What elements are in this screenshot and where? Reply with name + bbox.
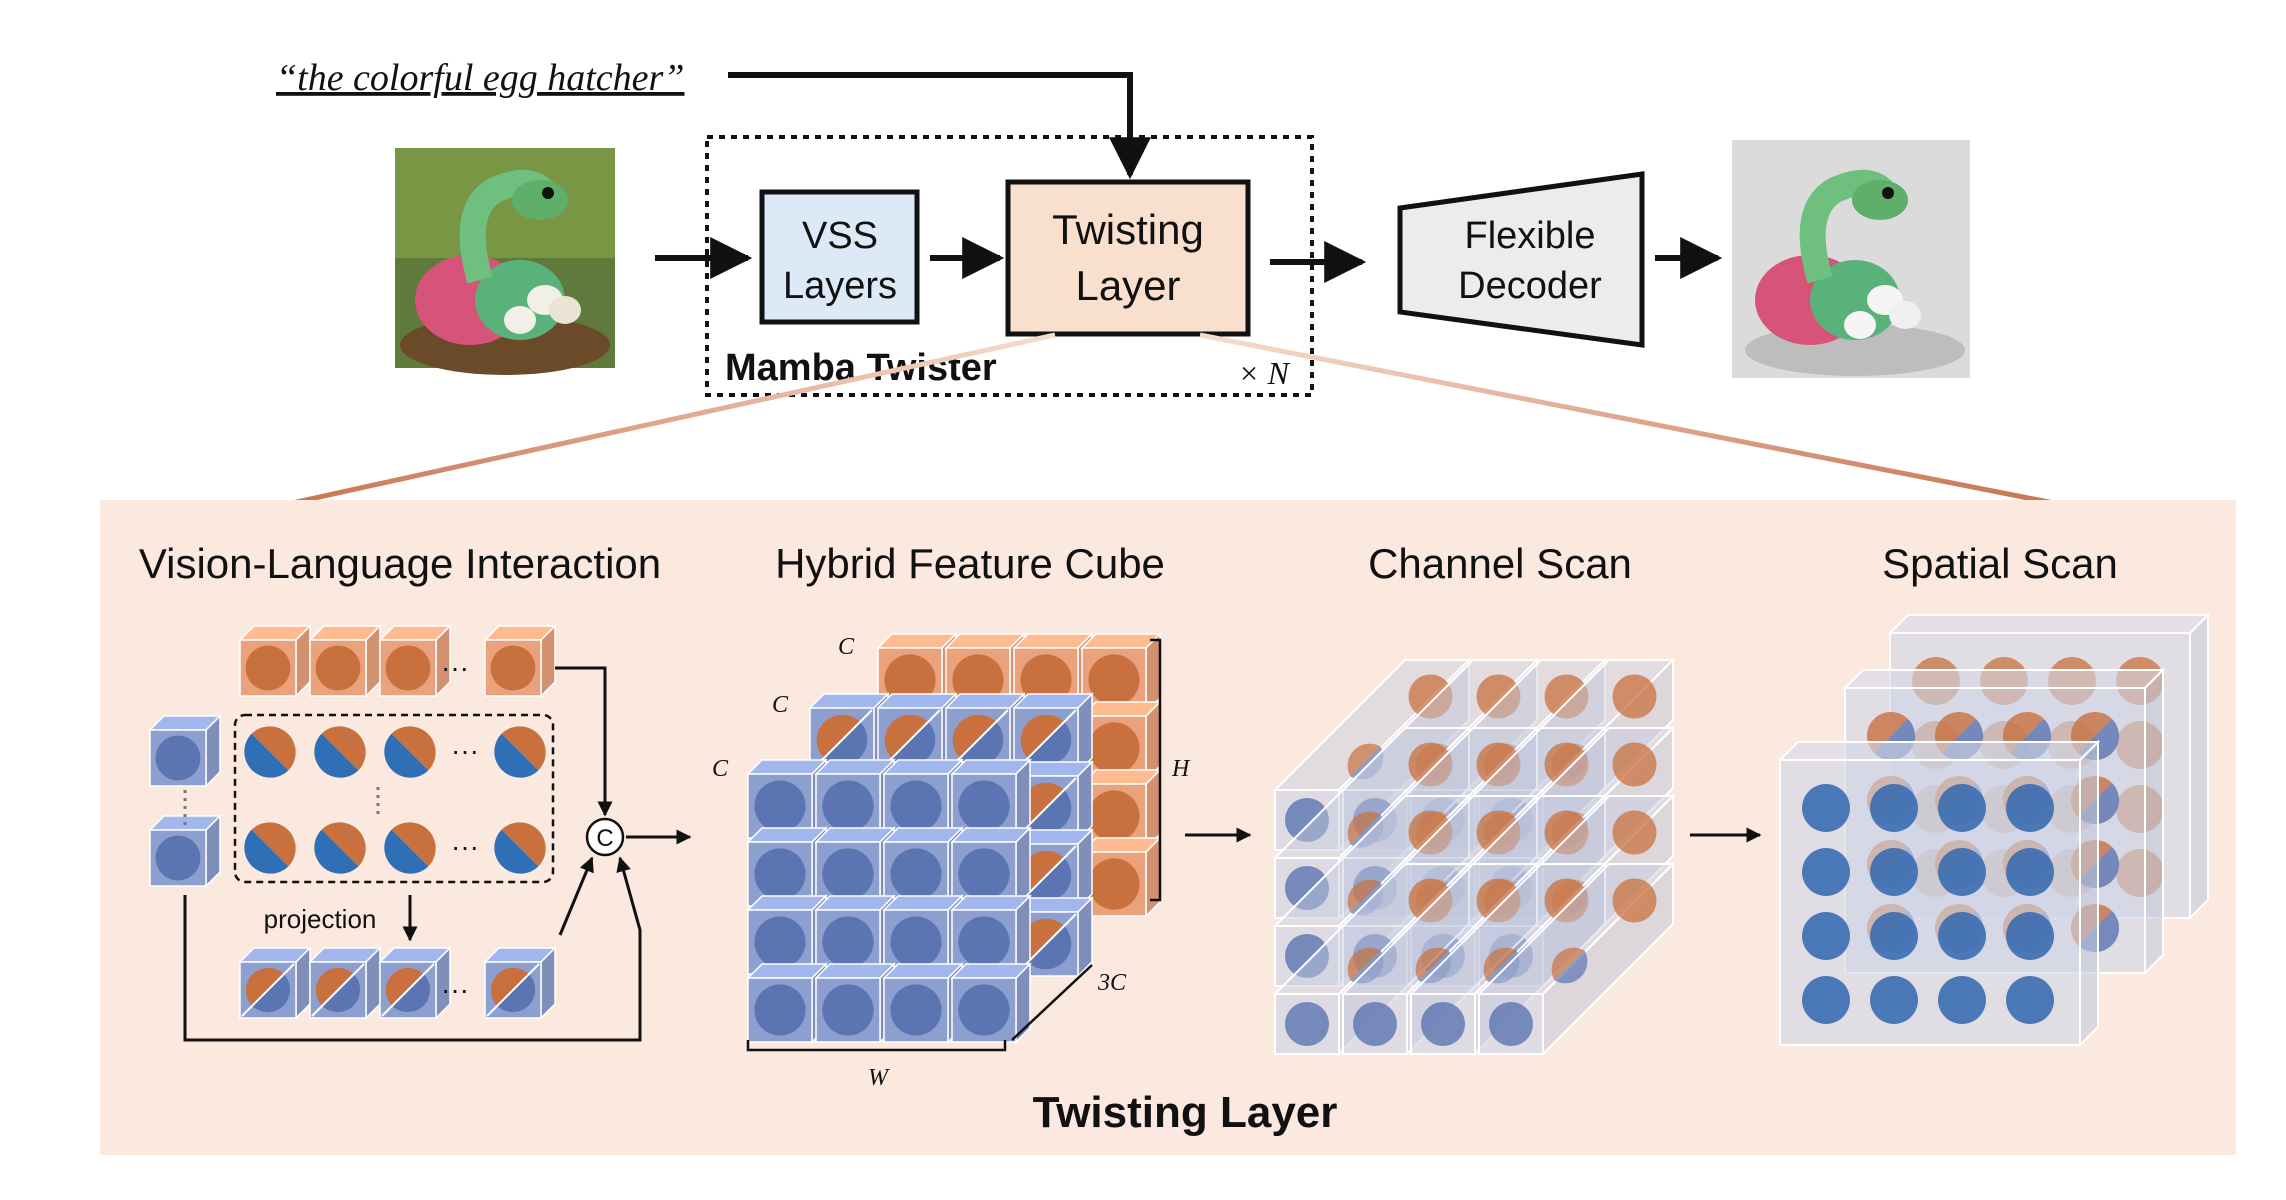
svg-text:Twisting: Twisting: [1052, 206, 1204, 253]
dim-3c-label: 3C: [1097, 970, 1127, 996]
projected-token-cube: [378, 946, 452, 1020]
vss-layers-box: VSS Layers: [759, 189, 920, 325]
svg-text:Layers: Layers: [783, 265, 897, 307]
prompt-text: “the colorful egg hatcher”: [276, 57, 684, 99]
visual-feature-cube: [882, 894, 964, 976]
token-circle: [384, 822, 436, 874]
dim-c-label: C: [772, 692, 789, 718]
svg-text:Flexible: Flexible: [1465, 215, 1596, 257]
projected-token-cube: [238, 946, 312, 1020]
visual-token-cube: [148, 814, 222, 888]
ellipsis-dots: ···: [451, 735, 479, 766]
token-circle: [244, 726, 296, 778]
text-feature-cube: [1080, 700, 1162, 782]
hybrid-feature-cube: C C C H W 3C: [712, 632, 1191, 1091]
visual-feature-cube: [746, 962, 828, 1044]
projected-token-cube: [308, 946, 382, 1020]
projected-token-cube: [483, 946, 557, 1020]
dim-c-label: C: [712, 756, 729, 782]
ellipsis-dots: ···: [441, 652, 469, 683]
snake-image-icon: [395, 148, 615, 375]
twisting-layer-box: Twisting Layer: [1005, 179, 1251, 337]
text-token-cube: [308, 624, 382, 698]
channel-scan-block: [1272, 657, 1676, 1057]
text-token-cube: [483, 624, 557, 698]
text-token-cube: [378, 624, 452, 698]
text-feature-cube: [1080, 632, 1162, 714]
repeat-label: × N: [1238, 355, 1291, 391]
visual-feature-cube: [814, 758, 896, 840]
visual-token-cube: [148, 714, 222, 788]
section-vision-language: Vision-Language Interaction: [139, 540, 661, 587]
token-circle: [494, 726, 546, 778]
ellipsis-dots: ···: [441, 974, 469, 1005]
flexible-decoder-box: Flexible Decoder: [1397, 171, 1645, 348]
section-spatial-scan: Spatial Scan: [1882, 540, 2118, 587]
visual-feature-cube: [950, 962, 1032, 1044]
visual-feature-cube: [882, 758, 964, 840]
visual-feature-cube: [746, 894, 828, 976]
projection-label: projection: [264, 904, 377, 934]
visual-feature-cube: [950, 758, 1032, 840]
visual-feature-cube: [882, 962, 964, 1044]
visual-feature-cube: [950, 894, 1032, 976]
dim-w-label: W: [868, 1065, 890, 1091]
visual-feature-cube: [814, 962, 896, 1044]
spatial-plane: [1777, 739, 2101, 1048]
text-feature-cube: [1080, 836, 1162, 918]
token-circle: [244, 822, 296, 874]
ellipsis-dots: ···: [451, 831, 479, 862]
text-feature-cube: [1080, 768, 1162, 850]
visual-feature-cube: [746, 826, 828, 908]
svg-text:C: C: [596, 825, 613, 852]
token-circle: [314, 726, 366, 778]
visual-feature-cube: [882, 826, 964, 908]
visual-feature-cube: [814, 826, 896, 908]
snake-grayscale-image-icon: [1732, 140, 1970, 378]
text-token-cube: [238, 624, 312, 698]
vision-language-interaction: ··· ··· ··· projection ··· C: [148, 624, 692, 1042]
visual-feature-cube: [746, 758, 828, 840]
panel-title: Twisting Layer: [1033, 1088, 1338, 1137]
visual-feature-cube: [950, 826, 1032, 908]
dim-h-label: H: [1171, 756, 1191, 782]
token-circle: [384, 726, 436, 778]
svg-text:Layer: Layer: [1075, 262, 1180, 309]
mamba-twister-box: [705, 135, 1314, 397]
channel-prism: [1476, 657, 1676, 853]
visual-feature-cube: [814, 894, 896, 976]
prompt-arrow: [728, 72, 1151, 180]
mixed-feature-cube: [1012, 896, 1094, 978]
concat-icon: [585, 817, 625, 857]
section-channel-scan: Channel Scan: [1368, 540, 1632, 587]
svg-text:Decoder: Decoder: [1458, 265, 1602, 307]
mamba-twister-label: Mamba Twister: [725, 347, 997, 389]
token-circle: [314, 822, 366, 874]
channel-prism: [1476, 861, 1676, 1057]
spatial-scan-block: [1777, 612, 2211, 1048]
dim-c-label: C: [838, 634, 855, 660]
token-circle: [494, 822, 546, 874]
token-matrix-box: [233, 713, 555, 884]
section-hybrid-cube: Hybrid Feature Cube: [775, 540, 1165, 587]
svg-text:VSS: VSS: [802, 215, 878, 257]
